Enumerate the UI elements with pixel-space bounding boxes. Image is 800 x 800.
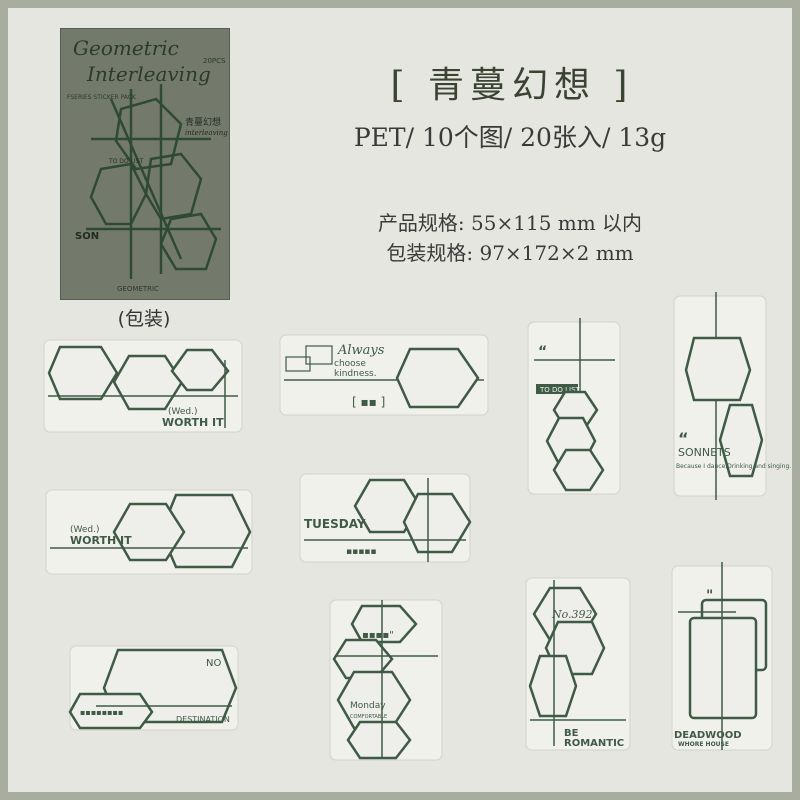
s2-script: Always [337, 343, 385, 358]
product-size: 产品规格: 55×115 mm 以内 [377, 211, 643, 235]
s5-day: (Wed.) [70, 525, 100, 535]
package-image: Geometric Interleaving 20PCS FSERIES STI… [60, 28, 230, 300]
package-title-1: Geometric [73, 36, 179, 60]
s5-text: WORTH IT [70, 534, 132, 547]
product-specs: PET/ 10个图/ 20张入/ 13g [353, 123, 667, 152]
sticker-tuesday: TUESDAY ▪▪▪▪▪ [299, 473, 472, 563]
sticker-deadwood: " DEADWOOD WHORE HOUSE [671, 562, 773, 751]
s8-dots: ▪▪▪▪" [362, 630, 394, 641]
package-todo: TO DO LIST [108, 158, 143, 165]
package-graphic: Geometric Interleaving 20PCS FSERIES STI… [61, 29, 229, 299]
sticker-be-romantic: No.392 BE ROMANTIC [525, 577, 631, 751]
package-small-name: interleaving [185, 129, 228, 137]
sticker-worth-it-1: (Wed.) WORTH IT [43, 339, 243, 433]
package-footer: GEOMETRIC [117, 285, 159, 293]
s10-sub: WHORE HOUSE [678, 741, 729, 748]
s2-text1: choose [334, 359, 366, 369]
sticker-monday: ▪▪▪▪" Monday COMFORTABLE [329, 599, 443, 761]
product-title: [ 青蔓幻想 ] [390, 65, 634, 106]
s9-rom: ROMANTIC [564, 738, 624, 749]
s2-brackets: [ ▪▪ ] [352, 395, 385, 409]
s4-small: Because I dance,Drinking and singing. [676, 463, 791, 470]
s6-dots: ▪▪▪▪▪ [346, 547, 377, 557]
s10-title: DEADWOOD [674, 730, 742, 741]
package-quote: SON [75, 231, 99, 242]
package-size: 包装规格: 97×172×2 mm [386, 241, 634, 265]
s3-todo: TO DO LIST [539, 386, 581, 394]
s4-word: SONNETS [678, 446, 731, 459]
package-series: FSERIES STICKER PACK [67, 94, 137, 101]
sticker-todo-list: TO DO LIST “ [527, 318, 621, 495]
s7-dest: DESTINATION [176, 715, 230, 724]
package-badge: 20PCS [203, 57, 226, 65]
s4-quote-mark: “ [678, 429, 689, 448]
sticker-worth-it-2: (Wed.) WORTH IT [45, 489, 253, 575]
s8-day: Monday [350, 701, 386, 711]
s1-text: WORTH IT [162, 416, 224, 429]
package-title-2: Interleaving [86, 62, 211, 86]
s8-small: COMFORTABLE [350, 714, 387, 720]
s6-day: TUESDAY [304, 517, 366, 531]
sticker-no-destination: NO DESTINATION ▪▪▪▪▪▪▪▪ [68, 645, 239, 731]
package-chinese-name: 青蔓幻想 [185, 116, 221, 128]
s7-dots: ▪▪▪▪▪▪▪▪ [80, 708, 123, 717]
s9-no: No.392 [551, 608, 593, 621]
s1-day: (Wed.) [168, 407, 198, 417]
s10-quote-mark: " [706, 588, 713, 604]
sticker-sonnets: “ SONNETS Because I dance,Drinking and s… [673, 292, 791, 500]
package-caption: (包装) [117, 308, 171, 330]
s2-text2: kindness. [334, 369, 377, 379]
sticker-always-kindness: Always choose kindness. [ ▪▪ ] [279, 334, 489, 416]
s7-no: NO [206, 658, 221, 669]
s3-quote-mark: “ [538, 344, 547, 360]
s9-be: BE [564, 728, 579, 739]
